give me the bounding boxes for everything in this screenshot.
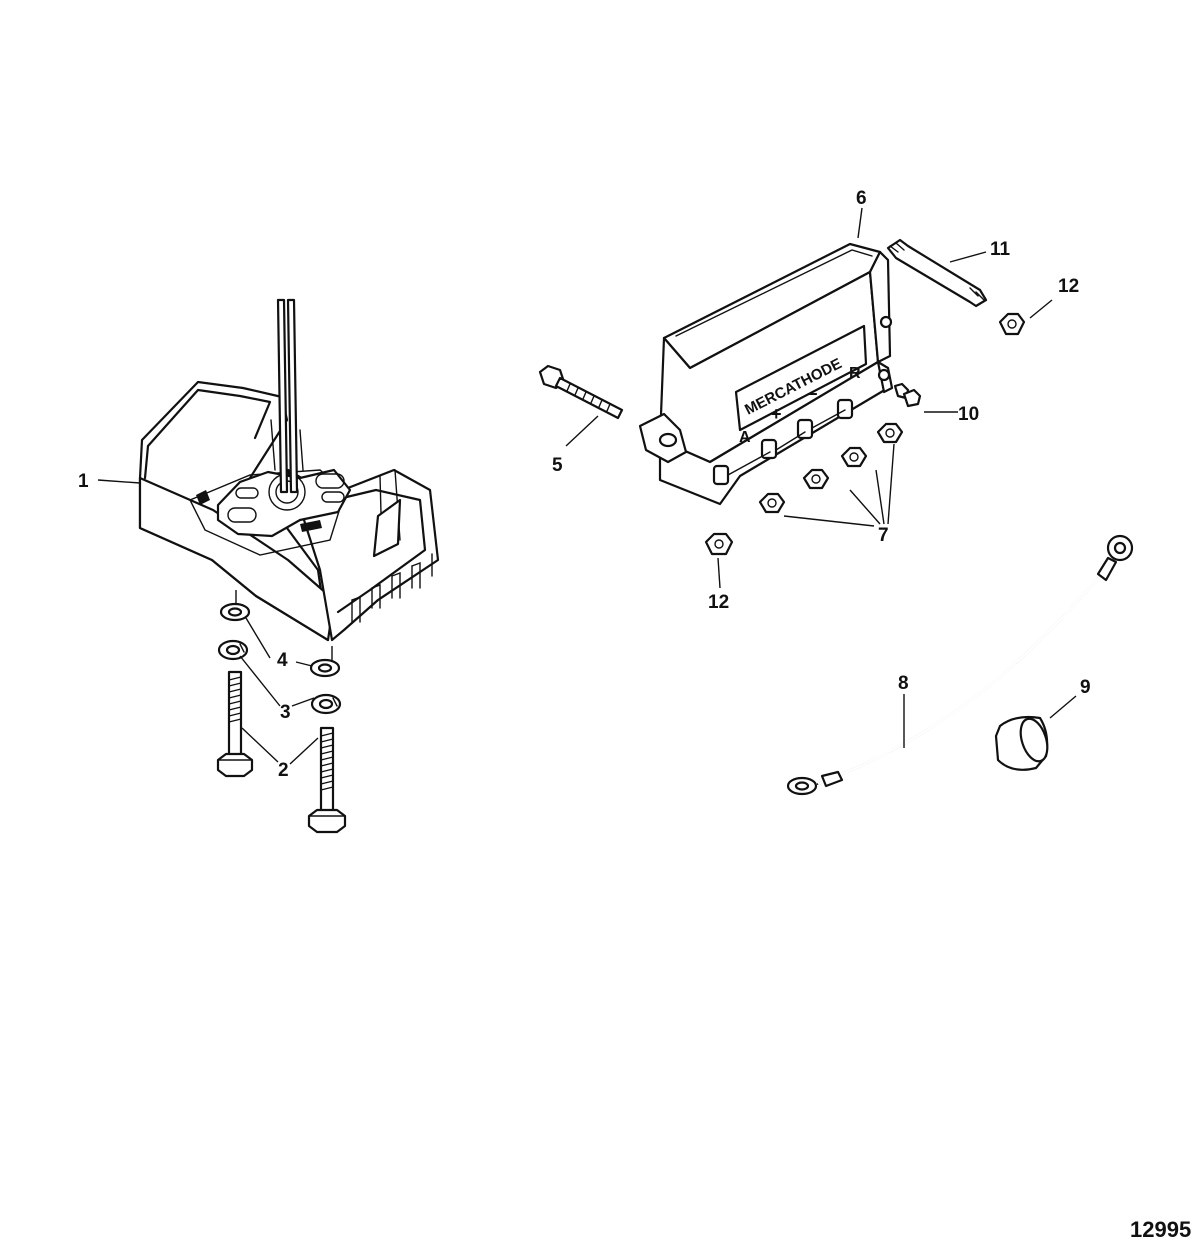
callout-4: 4	[277, 650, 288, 671]
threaded-stud	[886, 238, 988, 308]
callout-1: 1	[78, 471, 89, 492]
hex-bolts	[216, 670, 347, 834]
hex-nuts	[758, 422, 904, 514]
callout-10: 10	[958, 404, 979, 425]
terminal-cap	[994, 715, 1049, 771]
callout-5: 5	[552, 455, 563, 476]
figure-number: 12995	[1130, 1217, 1191, 1242]
ground-strap	[786, 534, 1134, 796]
nut-upper	[998, 312, 1026, 336]
callout-numbers: 1 2 3 4 5 6 7 8 9 10 11 12 12	[78, 188, 1091, 781]
callout-6: 6	[856, 188, 867, 209]
terminal-studs	[712, 398, 854, 486]
terminal-plus-marking: +	[771, 404, 782, 424]
lock-washers	[217, 639, 342, 715]
callout-8: 8	[898, 673, 909, 694]
nut-lower	[704, 532, 734, 556]
callout-3: 3	[280, 702, 291, 723]
callout-11: 11	[990, 239, 1011, 260]
mercathode-controller: MERCATHODE A + − R	[638, 242, 894, 506]
callout-2: 2	[278, 760, 289, 781]
terminal-a-marking: A	[739, 429, 751, 446]
flat-washers	[219, 602, 341, 678]
callout-9: 9	[1080, 677, 1091, 698]
long-screw	[538, 364, 624, 420]
leader-lines	[97, 207, 1077, 765]
terminal-r-marking: R	[849, 365, 861, 382]
heat-sink-bracket	[138, 298, 440, 642]
terminal-minus-marking: −	[807, 384, 818, 404]
callout-12-lower: 12	[708, 592, 729, 613]
callout-12-upper: 12	[1058, 276, 1079, 297]
callout-7: 7	[878, 525, 889, 546]
small-screw	[893, 382, 922, 408]
